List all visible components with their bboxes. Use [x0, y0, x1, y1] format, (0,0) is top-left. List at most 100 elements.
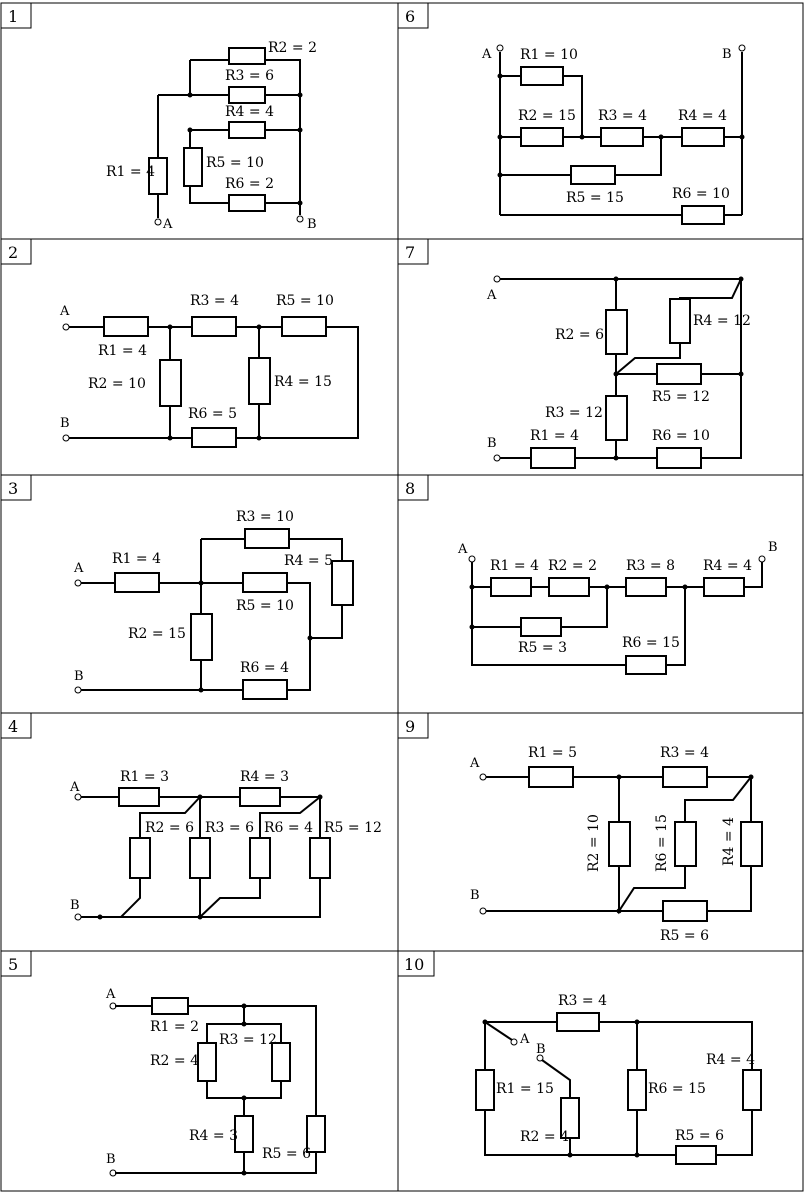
circuit-4-terminal-a-label: A: [69, 780, 80, 795]
circuit-3-node: [198, 687, 204, 693]
circuit-2-r6: [191, 427, 237, 448]
circuit-9-label-r6: R6 = 15: [654, 814, 670, 872]
circuit-3-node: [307, 635, 313, 641]
circuit-8-terminal-b-label: B: [768, 540, 778, 555]
circuit-10-terminal-a: [510, 1038, 518, 1046]
circuit-7-terminal-b: [493, 454, 501, 462]
circuit-6-label-r2: R2 = 15: [518, 108, 576, 124]
circuit-5-terminal-b: [109, 1169, 117, 1177]
panel-tab-9: [397, 712, 429, 739]
circuit-5-node: [241, 1095, 247, 1101]
circuit-1-label-r4: R4 = 4: [225, 104, 274, 120]
circuit-9-node: [616, 908, 622, 914]
circuit-8-label-r5: R5 = 3: [518, 640, 567, 656]
circuit-4-node: [97, 914, 103, 920]
panel-number-8: 8: [405, 479, 415, 498]
circuit-6-r5: [570, 165, 616, 185]
circuit-1-terminal-a-label: A: [162, 217, 173, 232]
circuit-4-r4: [239, 787, 281, 807]
panel-tab-3: [0, 474, 32, 501]
circuit-1-r5: [183, 147, 203, 187]
circuit-10-r2: [560, 1097, 580, 1139]
circuit-4-node: [317, 794, 323, 800]
panel-number-7: 7: [405, 243, 415, 262]
circuit-9-r3: [662, 766, 708, 788]
circuit-8-node: [469, 624, 475, 630]
circuit-7-node: [613, 276, 619, 282]
circuit-9-r6: [674, 821, 697, 867]
circuit-6-terminal-a: [496, 44, 504, 52]
circuit-9-r1: [528, 766, 574, 788]
circuit-10-node: [634, 1152, 640, 1158]
circuit-3-terminal-a-label: A: [73, 561, 84, 576]
circuit-3-terminal-a: [74, 579, 82, 587]
circuit-7-r5: [656, 363, 702, 385]
circuit-1-r6: [228, 194, 266, 212]
circuit-4-terminal-a: [74, 793, 82, 801]
circuit-8-r3: [625, 577, 667, 597]
circuit-1-node: [187, 127, 193, 133]
circuit-5-label-r4: R4 = 3: [189, 1128, 238, 1144]
circuit-9-terminal-b: [479, 907, 487, 915]
circuit-9-terminal-a: [479, 773, 487, 781]
circuit-10-node: [567, 1152, 573, 1158]
circuit-4: A B R1 = 3 R2 = 6 R3 = 6 R4 = 3 R5 = 12 …: [69, 769, 382, 921]
circuit-2-label-r4: R4 = 15: [274, 374, 332, 390]
circuit-7-terminal-a: [493, 275, 501, 283]
circuit-6-terminal-b: [738, 44, 746, 52]
circuit-6-terminal-a-label: A: [481, 47, 492, 62]
panel-number-1: 1: [8, 7, 18, 26]
circuit-1-label-r5: R5 = 10: [206, 155, 264, 171]
circuit-4-r2: [129, 837, 151, 879]
circuit-6-node: [658, 134, 664, 140]
circuit-9-label-r2: R2 = 10: [586, 814, 602, 872]
circuit-6-label-r1: R1 = 10: [520, 47, 578, 63]
circuit-2-r2: [159, 359, 182, 407]
circuit-1-terminal-b: [296, 215, 304, 223]
circuit-6-r6: [681, 205, 725, 225]
circuit-8-label-r2: R2 = 2: [548, 558, 597, 574]
circuit-4-terminal-b-label: B: [70, 898, 80, 913]
circuit-5: A B R1 = 2 R2 = 4 R3 = 12 R4 = 3 R5 = 6: [105, 987, 326, 1177]
circuit-4-label-r2: R2 = 6: [145, 820, 194, 836]
circuit-7-label-r6: R6 = 10: [652, 428, 710, 444]
circuit-7-label-r1: R1 = 4: [530, 428, 579, 444]
circuit-9-label-r5: R5 = 6: [660, 928, 709, 944]
panel-tab-1: [0, 2, 32, 29]
circuit-7-r6: [656, 447, 702, 469]
panel-number-2: 2: [8, 243, 18, 262]
circuit-8-label-r1: R1 = 4: [490, 558, 539, 574]
circuit-10-label-r6: R6 = 15: [648, 1081, 706, 1097]
circuit-4-label-r5: R5 = 12: [324, 820, 382, 836]
circuit-6-node: [497, 172, 503, 178]
circuit-7-terminal-b-label: B: [487, 436, 497, 451]
circuit-5-r2: [197, 1042, 217, 1082]
panel-number-4: 4: [8, 717, 18, 736]
circuit-10-label-r3: R3 = 4: [558, 993, 607, 1009]
circuit-6-label-r5: R5 = 15: [566, 190, 624, 206]
circuit-10-label-r4: R4 = 4: [706, 1052, 755, 1068]
circuit-10-label-r5: R5 = 6: [675, 1128, 724, 1144]
circuit-6-r1: [520, 66, 564, 86]
circuit-9-r4: [740, 821, 763, 867]
circuit-2-label-r2: R2 = 10: [88, 376, 146, 392]
panel-tab-8: [397, 474, 429, 501]
circuit-8-label-r4: R4 = 4: [703, 558, 752, 574]
circuit-7-label-r5: R5 = 12: [652, 389, 710, 405]
circuit-7-r1: [530, 447, 576, 469]
circuit-1-node: [187, 92, 193, 98]
circuit-5-r4: [234, 1115, 254, 1153]
circuit-2-r4: [248, 357, 271, 405]
circuit-3-label-r4: R4 = 5: [284, 553, 333, 569]
circuit-6-node: [497, 134, 503, 140]
circuit-6-terminal-b-label: B: [722, 47, 732, 62]
circuit-1-label-r1: R1 = 4: [106, 164, 155, 180]
circuit-8-r4: [703, 577, 745, 597]
circuit-10-terminal-b-label: B: [536, 1042, 546, 1057]
circuit-10-r4: [742, 1069, 762, 1111]
circuit-6-r3: [600, 127, 644, 147]
circuit-8-node: [682, 584, 688, 590]
circuit-4-label-r1: R1 = 3: [120, 769, 169, 785]
circuit-5-node: [241, 1003, 247, 1009]
circuit-5-label-r5: R5 = 6: [262, 1146, 311, 1162]
